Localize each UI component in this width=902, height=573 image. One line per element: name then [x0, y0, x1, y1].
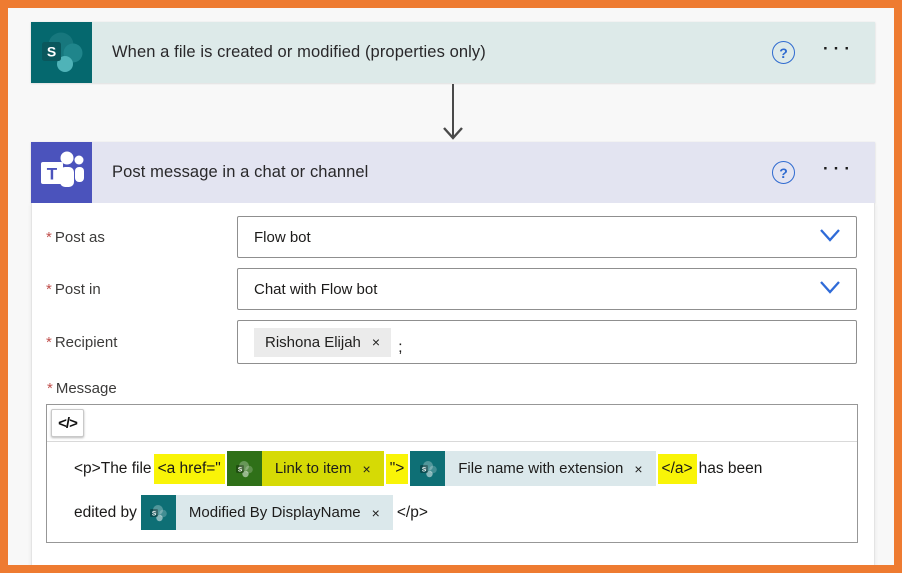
html-text: <p>The file [74, 459, 152, 477]
token-label: Modified By DisplayName × [175, 495, 393, 530]
recipient-label: *Recipient [46, 333, 118, 351]
chevron-down-icon [819, 228, 841, 247]
token-label: Link to item × [261, 451, 384, 486]
sharepoint-icon: S [31, 22, 92, 83]
svg-text:S: S [238, 466, 243, 473]
sharepoint-token-icon: S [226, 451, 262, 486]
highlighted-html-text: </a> [657, 453, 697, 484]
message-line-1: <p>The file <a href=" S [72, 451, 847, 486]
post-in-row: *Post in Chat with Flow bot [46, 268, 857, 310]
message-field: *Message </> <p>The file <a href=" [46, 380, 858, 543]
recipient-chip[interactable]: Rishona Elijah × [254, 327, 392, 357]
post-in-dropdown[interactable]: Chat with Flow bot [237, 268, 857, 310]
teams-icon: T [31, 142, 92, 203]
code-view-icon[interactable]: </> [51, 409, 84, 437]
required-asterisk: * [46, 280, 52, 298]
recipient-row: *Recipient Rishona Elijah × ; [46, 320, 857, 364]
help-icon[interactable]: ? [772, 41, 796, 64]
token-label: File name with extension × [445, 451, 656, 486]
remove-token-icon[interactable]: × [371, 504, 380, 521]
post-as-row: *Post as Flow bot [46, 216, 857, 258]
post-in-label: *Post in [46, 280, 101, 298]
html-text: has been [698, 459, 763, 477]
post-as-value: Flow bot [254, 228, 311, 246]
token-link-to-item[interactable]: S Link to item × [226, 451, 384, 486]
help-icon[interactable]: ? [772, 161, 796, 184]
token-file-name[interactable]: S File name with extension × [410, 451, 656, 486]
svg-text:S: S [47, 44, 56, 60]
required-asterisk: * [46, 333, 52, 351]
action-card-body: *Post as Flow bot *Post in Chat with Flo… [31, 203, 875, 565]
html-text: </p> [396, 503, 428, 521]
more-options-icon[interactable]: ··· [821, 160, 857, 185]
trigger-title: When a file is created or modified (prop… [112, 43, 486, 61]
more-options-icon[interactable]: ··· [821, 40, 857, 65]
remove-recipient-icon[interactable]: × [371, 334, 381, 350]
trigger-card[interactable]: S When a file is created or modified (pr… [31, 22, 875, 83]
message-toolbar: </> [47, 405, 857, 442]
recipient-separator: ; [398, 339, 403, 356]
html-text: edited by [74, 503, 137, 521]
required-asterisk: * [47, 380, 53, 397]
highlighted-html-text: "> [385, 453, 409, 484]
flow-designer-canvas: S When a file is created or modified (pr… [8, 8, 894, 565]
highlighted-html-text: <a href=" [153, 453, 225, 484]
required-asterisk: * [46, 228, 52, 246]
post-in-value: Chat with Flow bot [254, 280, 378, 298]
sharepoint-token-icon: S [410, 451, 446, 486]
post-as-label: *Post as [46, 228, 105, 246]
post-as-dropdown[interactable]: Flow bot [237, 216, 857, 258]
message-line-2: edited by S [72, 495, 847, 530]
sharepoint-token-icon: S [140, 495, 176, 530]
trigger-header: When a file is created or modified (prop… [92, 22, 875, 83]
svg-text:S: S [152, 510, 157, 517]
recipient-input[interactable]: Rishona Elijah × ; [237, 320, 857, 364]
remove-token-icon[interactable]: × [634, 460, 643, 477]
svg-text:S: S [422, 466, 427, 473]
recipient-chip-label: Rishona Elijah [265, 333, 361, 351]
svg-text:T: T [47, 165, 58, 184]
remove-token-icon[interactable]: × [362, 460, 371, 477]
action-title: Post message in a chat or channel [112, 163, 369, 181]
chevron-down-icon [819, 280, 841, 299]
message-editor: </> <p>The file <a href=" [46, 404, 858, 543]
action-card-header[interactable]: T Post message in a chat or channel ? ··… [31, 142, 875, 203]
action-header: Post message in a chat or channel ? ··· [92, 142, 875, 203]
message-label: *Message [47, 380, 117, 397]
message-content[interactable]: <p>The file <a href=" S [47, 442, 857, 542]
token-modified-by[interactable]: S Modified By DisplayName × [140, 495, 393, 530]
connector-arrow [31, 83, 875, 142]
